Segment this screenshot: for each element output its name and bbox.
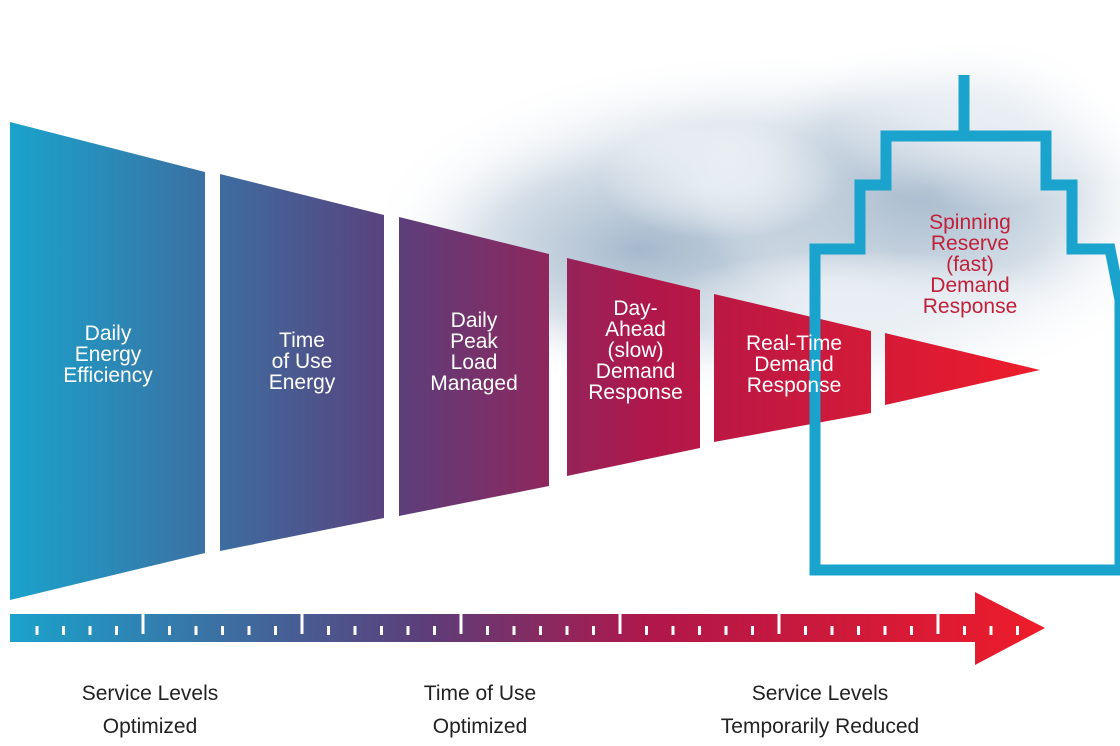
caption-service-levels-temporarily-reduced: Service Levels Temporarily Reduced — [720, 682, 920, 738]
caption-time-of-use-optimized: Time of Use Optimized — [423, 682, 537, 738]
timeline-ticks — [35, 614, 1019, 635]
timeline-tick — [35, 626, 39, 635]
funnel — [10, 122, 1040, 600]
timeline-tick — [724, 626, 728, 635]
timeline-tick — [194, 626, 198, 635]
timeline-tick — [512, 626, 516, 635]
label-daily-peak-load-managed: Daily Peak Load Managed — [430, 309, 518, 395]
timeline-tick — [671, 626, 675, 635]
timeline-tick — [247, 626, 251, 635]
timeline-arrow — [10, 592, 1045, 665]
segment-real-time-demand-response — [714, 294, 871, 442]
timeline-tick — [62, 626, 65, 635]
timeline-tick — [565, 626, 569, 635]
timeline-tick — [88, 626, 92, 635]
segment-daily-energy-efficiency — [10, 122, 205, 600]
timeline-major-tick — [777, 614, 781, 634]
timeline-tick — [830, 626, 834, 635]
timeline-tick — [486, 626, 489, 635]
timeline-tick — [353, 626, 357, 635]
timeline-tick — [963, 626, 966, 635]
timeline-tick — [804, 626, 807, 635]
timeline-tick — [1016, 626, 1019, 635]
timeline-tick — [380, 626, 383, 635]
segment-time-of-use-energy — [220, 174, 384, 551]
timeline-tick — [406, 626, 410, 635]
timeline-tick — [274, 626, 277, 635]
timeline-major-tick — [300, 614, 304, 634]
timeline-major-tick — [459, 614, 463, 634]
label-time-of-use-energy: Time of Use Energy — [268, 329, 336, 394]
timeline-tick — [539, 626, 542, 635]
timeline-tick — [221, 626, 224, 635]
timeline-tick — [910, 626, 913, 635]
label-daily-energy-efficiency: Daily Energy Efficiency — [63, 322, 153, 387]
segment-spinning-reserve-tip — [885, 333, 1040, 405]
timeline-tick — [168, 626, 171, 635]
timeline-major-tick — [618, 614, 622, 634]
segment-daily-peak-load-managed — [399, 217, 549, 516]
timeline-tick — [115, 626, 118, 635]
timeline-tick — [433, 626, 436, 635]
timeline-major-tick — [936, 614, 940, 634]
timeline-tick — [989, 626, 993, 635]
timeline-tick — [751, 626, 754, 635]
timeline-tick — [645, 626, 648, 635]
building-outline — [809, 75, 1120, 576]
timeline-tick — [327, 626, 330, 635]
timeline-tick — [857, 626, 860, 635]
timeline-tick — [883, 626, 887, 635]
timeline-tick — [592, 626, 595, 635]
timeline-tick — [698, 626, 701, 635]
label-spinning-reserve: Spinning Reserve (fast) Demand Response — [922, 211, 1018, 318]
label-real-time-demand-response: Real-Time Demand Response — [745, 332, 843, 397]
segment-day-ahead-demand-response — [567, 258, 700, 476]
label-day-ahead-demand-response: Day- Ahead (slow) Demand Response — [588, 297, 683, 404]
timeline-major-tick — [141, 614, 145, 634]
caption-service-levels-optimized: Service Levels Optimized — [81, 682, 219, 738]
